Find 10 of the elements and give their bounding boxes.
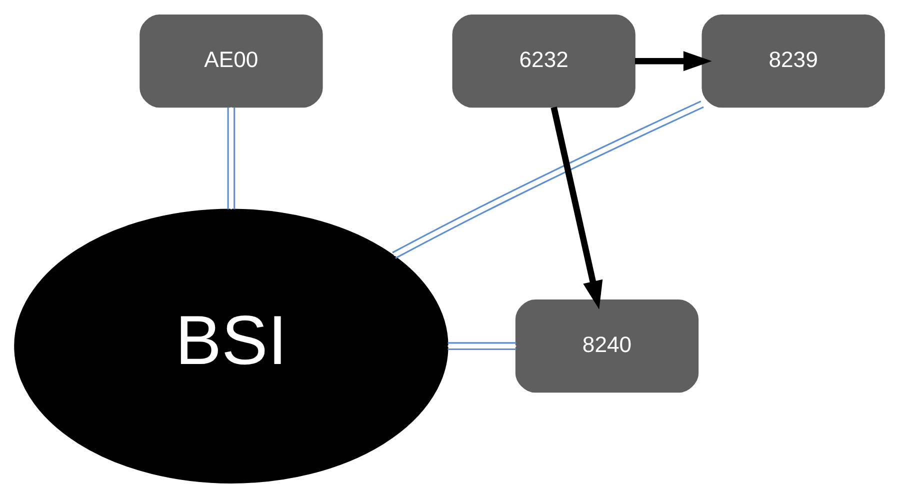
node-box: 6232: [452, 14, 636, 108]
node-box: 8240: [515, 299, 699, 392]
node-box: AE00: [140, 14, 323, 108]
arrow: [550, 106, 603, 309]
node-ellipse: BSI: [14, 208, 448, 483]
arrow: [634, 50, 712, 71]
node-box: 8239: [702, 14, 885, 108]
connector: [227, 106, 236, 209]
connector: [392, 100, 704, 258]
connector: [448, 342, 516, 350]
